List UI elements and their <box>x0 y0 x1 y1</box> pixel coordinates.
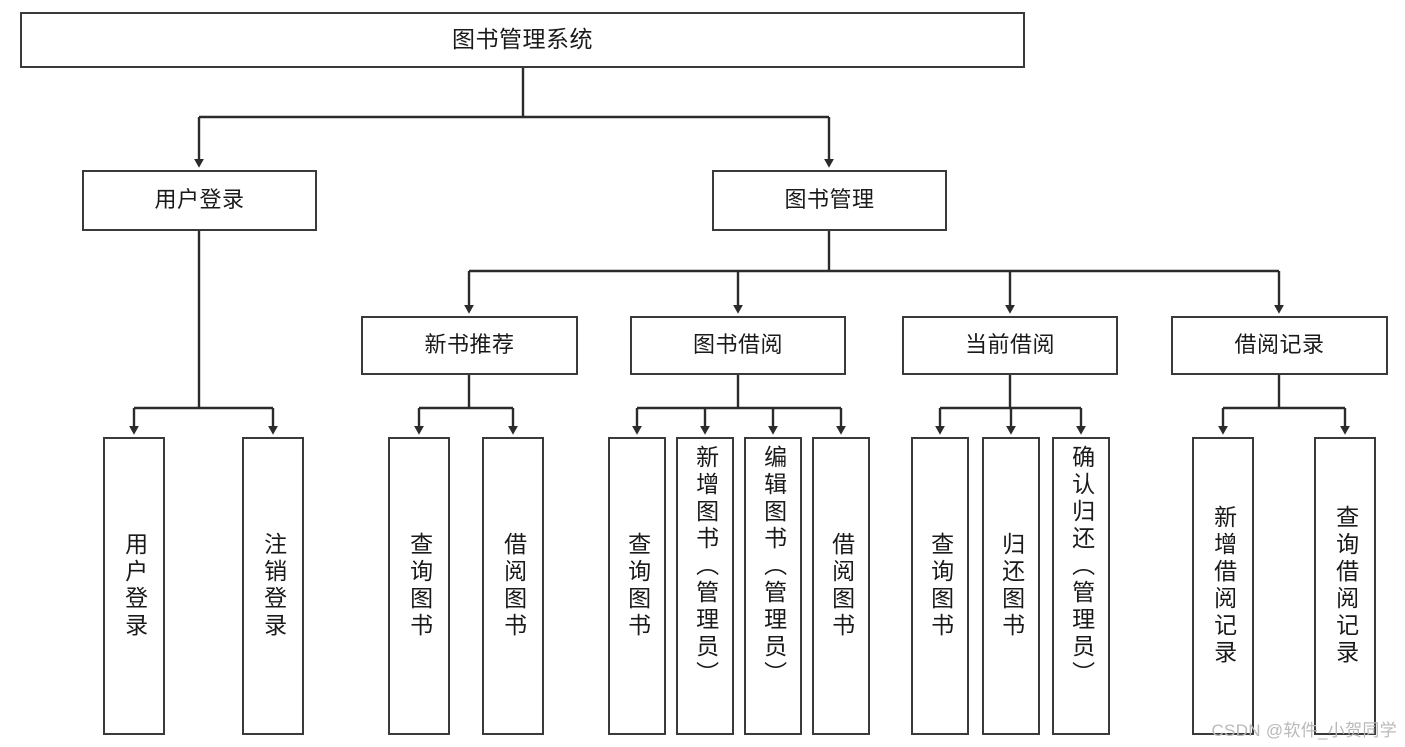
node-borrow-record-label: 借阅记录 <box>1234 332 1325 358</box>
node-user-login-label: 用户登录 <box>154 187 245 213</box>
node-leaf-add-borrow-record-label: 新增借阅记录 <box>1210 505 1237 667</box>
node-leaf-confirm-return-admin-label: 确认归还（管理员） <box>1068 445 1095 688</box>
node-leaf-query-book-2-label: 查询图书 <box>624 532 651 640</box>
node-leaf-borrow-book-1[interactable]: 借阅图书 <box>482 437 544 735</box>
node-leaf-confirm-return-admin[interactable]: 确认归还（管理员） <box>1052 437 1110 735</box>
node-leaf-edit-book-admin-label: 编辑图书（管理员） <box>760 445 787 688</box>
node-leaf-user-login-label: 用户登录 <box>121 532 148 640</box>
node-new-book-recommend-label: 新书推荐 <box>424 332 515 358</box>
node-book-borrow-label: 图书借阅 <box>692 332 783 358</box>
node-leaf-add-book-admin[interactable]: 新增图书（管理员） <box>676 437 734 735</box>
node-borrow-record[interactable]: 借阅记录 <box>1171 316 1388 375</box>
node-current-borrow-label: 当前借阅 <box>964 332 1055 358</box>
node-book-borrow[interactable]: 图书借阅 <box>630 316 846 375</box>
node-current-borrow[interactable]: 当前借阅 <box>902 316 1118 375</box>
node-leaf-borrow-book-2-label: 借阅图书 <box>828 532 855 640</box>
node-leaf-query-borrow-record-label: 查询借阅记录 <box>1332 505 1359 667</box>
node-leaf-return-book[interactable]: 归还图书 <box>982 437 1040 735</box>
node-leaf-query-book-2[interactable]: 查询图书 <box>608 437 666 735</box>
node-leaf-return-book-label: 归还图书 <box>998 532 1025 640</box>
node-leaf-query-book-1[interactable]: 查询图书 <box>388 437 450 735</box>
node-user-login[interactable]: 用户登录 <box>82 170 317 231</box>
node-leaf-borrow-book-1-label: 借阅图书 <box>500 532 527 640</box>
node-leaf-query-book-1-label: 查询图书 <box>406 532 433 640</box>
node-leaf-query-borrow-record[interactable]: 查询借阅记录 <box>1314 437 1376 735</box>
node-leaf-query-book-3[interactable]: 查询图书 <box>911 437 969 735</box>
node-leaf-logout-label: 注销登录 <box>260 532 287 640</box>
node-leaf-logout[interactable]: 注销登录 <box>242 437 304 735</box>
node-leaf-borrow-book-2[interactable]: 借阅图书 <box>812 437 870 735</box>
node-leaf-add-borrow-record[interactable]: 新增借阅记录 <box>1192 437 1254 735</box>
watermark: CSDN @软件_小贺同学 <box>1211 721 1397 740</box>
node-new-book-recommend[interactable]: 新书推荐 <box>361 316 578 375</box>
node-leaf-query-book-3-label: 查询图书 <box>927 532 954 640</box>
node-root[interactable]: 图书管理系统 <box>20 12 1025 68</box>
node-leaf-add-book-admin-label: 新增图书（管理员） <box>692 445 719 688</box>
node-book-management[interactable]: 图书管理 <box>712 170 947 231</box>
node-leaf-user-login[interactable]: 用户登录 <box>103 437 165 735</box>
node-book-management-label: 图书管理 <box>784 187 875 213</box>
node-leaf-edit-book-admin[interactable]: 编辑图书（管理员） <box>744 437 802 735</box>
node-root-label: 图书管理系统 <box>452 26 593 53</box>
